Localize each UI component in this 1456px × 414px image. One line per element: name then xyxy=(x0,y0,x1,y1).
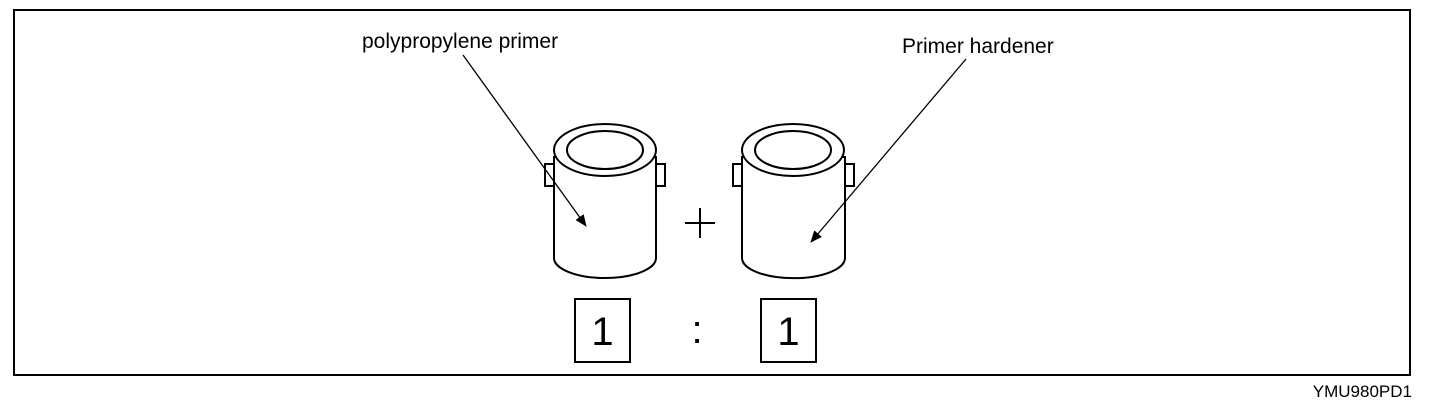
ratio-separator: : xyxy=(691,308,702,352)
primer-can-icon xyxy=(544,123,666,279)
hardener-label: Primer hardener xyxy=(902,35,1054,58)
hardener-leader-arrow xyxy=(810,58,967,243)
ratio-left-value: 1 xyxy=(591,310,613,354)
hardener-can-icon xyxy=(732,123,855,280)
figure-code: YMU980PD1 xyxy=(1313,382,1412,401)
diagram-frame xyxy=(13,9,1411,376)
ratio-right-value: 1 xyxy=(777,310,799,354)
ratio-left-box xyxy=(574,298,631,363)
primer-leader-arrow xyxy=(462,54,587,227)
plus-icon xyxy=(685,208,715,238)
primer-label: polypropylene primer xyxy=(362,30,558,53)
ratio-right-box xyxy=(760,298,817,363)
